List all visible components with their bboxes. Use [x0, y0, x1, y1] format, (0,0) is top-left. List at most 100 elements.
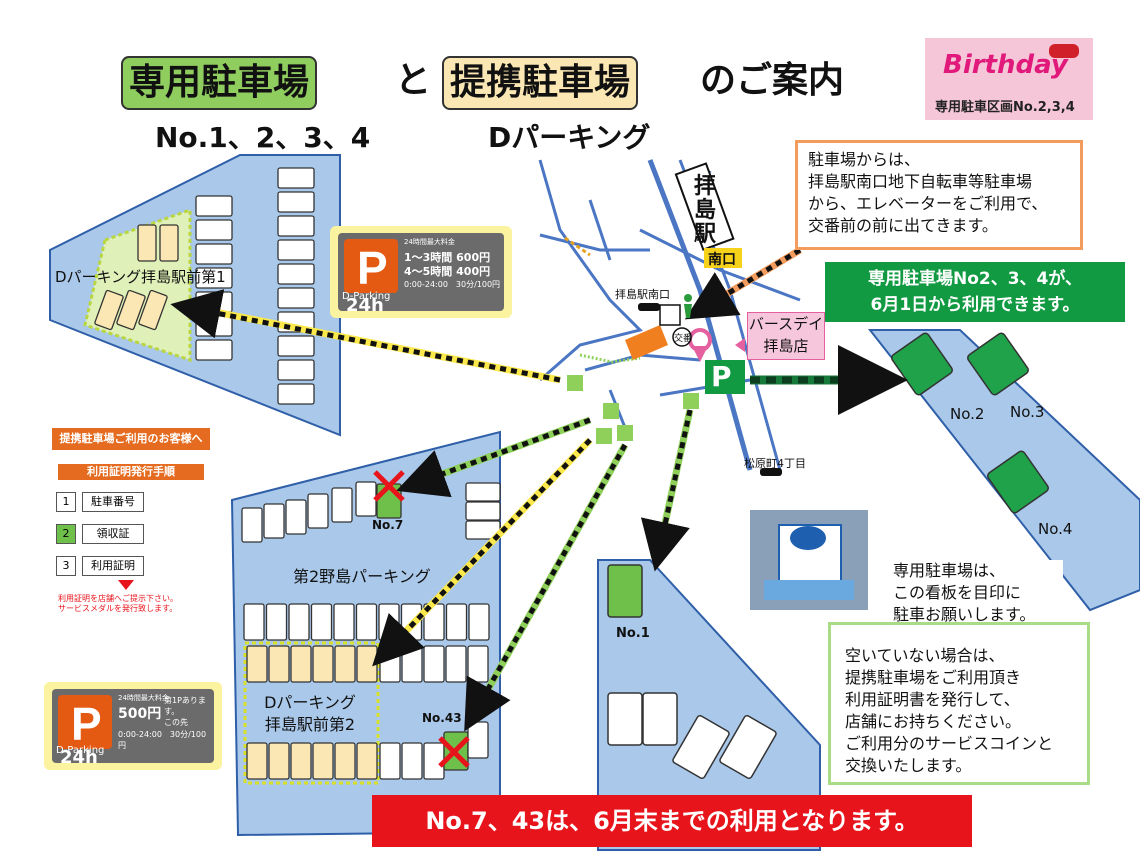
guide-footer: 利用証明を店舗へご提示下さい。 サービスメダルを発行致します。 [58, 594, 178, 613]
parking-slot [277, 263, 315, 285]
parking-slot [277, 215, 315, 237]
dedicated-p-label: P [711, 360, 732, 393]
p-markers [567, 360, 745, 444]
slot-no7-label: No.7 [372, 518, 404, 532]
guide-step-label: 利用証明 [82, 556, 144, 576]
parking-slot [401, 645, 423, 683]
d-parking-sign-2: P D-Parking 24h 24時間最大料金 500円 第1Pあります。 こ… [52, 689, 214, 763]
sign1-line3: 4～5時間 400円 [404, 265, 491, 278]
store-label: バースデイ 拝島店 [747, 312, 825, 360]
slot-no4-label: No.4 [1038, 520, 1073, 538]
title-guide: のご案内 [700, 60, 845, 101]
partner-parking-guide: 提携駐車場ご利用のお客様へ 利用証明発行手順 1 駐車番号 2 領収証 3 利用… [52, 428, 210, 618]
traffic-light-icon [638, 303, 782, 476]
parking-slot [355, 603, 378, 641]
parking-slot [243, 603, 265, 641]
parking-slot [355, 481, 377, 517]
station-south-label: 拝島駅南口 [615, 288, 670, 301]
parking-slot [467, 645, 489, 683]
parking-slot [307, 493, 329, 529]
parking-slot [277, 287, 315, 309]
parking-slot [378, 603, 400, 641]
lot-d1-label: Dパーキング拝島駅前第1 [55, 268, 226, 286]
parking-slot [265, 603, 288, 641]
parking-slot [263, 503, 285, 539]
june-banner: 専用駐車場No2、3、4が、 6月1日から利用できます。 [825, 262, 1125, 322]
d-parking-logo-icon: P [58, 695, 112, 750]
lot-nojima-label: 第2野島パーキング [293, 567, 431, 586]
parking-slot [268, 742, 290, 780]
lot-d2-label: Dパーキング 拝島駅前第2 [264, 693, 356, 734]
route-arrows [170, 246, 908, 732]
parking-slot [159, 224, 179, 262]
parking-slot [246, 645, 268, 683]
slot-no1 [607, 564, 643, 618]
sign1-24h: 24h [346, 295, 384, 311]
sign1-line2: 1～3時間 600円 [404, 251, 491, 264]
sign1-line1: 24時間最大料金 [404, 238, 455, 246]
parking-slot [356, 645, 378, 683]
south-exit-badge [704, 248, 742, 268]
parking-slot [277, 239, 315, 261]
sign2-line1: 24時間最大料金 [118, 694, 169, 702]
parking-slot [277, 167, 315, 189]
guide-step-num: 2 [56, 524, 76, 544]
parking-slot [277, 383, 315, 405]
closure-banner: No.7、43は、6月末までの利用となります。 [372, 795, 972, 847]
parking-slot [465, 482, 501, 502]
logo-name: Birthday [943, 50, 1068, 80]
down-arrow-icon [118, 580, 134, 590]
parking-slot [285, 499, 307, 535]
parking-slot [94, 289, 124, 331]
parking-slot [331, 487, 353, 523]
parking-slot [379, 742, 401, 780]
slot-no3 [967, 332, 1029, 396]
parking-slot [465, 501, 501, 521]
parking-slot [356, 742, 378, 780]
parking-slot [334, 645, 356, 683]
koban-label: 交番 [674, 334, 693, 344]
sign1-rate: 0:00-24:00 30分/100円 [404, 280, 501, 289]
lot-no1 [597, 559, 821, 851]
pedestrian-icon [684, 294, 692, 318]
station-exit-arrow-icon [625, 325, 668, 360]
subtitle-d-parking: Dパーキング [488, 121, 651, 154]
car-icon [1049, 44, 1079, 58]
sign2-brand: D-Parking [56, 745, 105, 756]
subtitle-numbers: No.1、2、3、4 [155, 121, 371, 154]
elevator-note: 駐車場からは、 拝島駅南口地下自転車等駐車場 から、エレベーターをご利用で、 交… [795, 140, 1083, 250]
parking-slot [195, 267, 233, 289]
parking-slot [333, 603, 355, 641]
parking-slot [423, 742, 445, 780]
parking-slot [445, 603, 468, 641]
guide-header: 提携駐車場ご利用のお客様へ [52, 428, 210, 450]
parking-slot [195, 219, 233, 241]
full-lot-note: 空いていない場合は、 提携駐車場をご利用頂き 利用証明書を発行して、 店舗にお持… [828, 622, 1090, 785]
restroom-icon [659, 304, 681, 326]
slot-no43-label: No.43 [422, 711, 462, 725]
slot-no3-label: No.3 [1010, 403, 1045, 421]
guide-step-num: 1 [56, 492, 76, 512]
intersection-label: 松原町4丁目 [744, 457, 806, 470]
parking-slot [138, 289, 168, 331]
parking-slot [467, 721, 489, 759]
parking-slot [312, 742, 334, 780]
lot-nojima-slots [241, 481, 501, 780]
slot-no4 [987, 450, 1049, 514]
parking-slot [468, 603, 490, 641]
sign2-24h: 24h [60, 747, 98, 763]
parking-slot [116, 289, 146, 331]
closed-x-icon [373, 470, 470, 768]
guide-step-label: 領収証 [82, 524, 144, 544]
title-dedicated: 専用駐車場 [121, 56, 318, 110]
signboard-photo [750, 510, 868, 610]
parking-slot [401, 742, 423, 780]
slot-no2-label: No.2 [950, 405, 985, 423]
parking-slot [290, 645, 312, 683]
parking-slot [312, 645, 334, 683]
signboard-note: 専用駐車場は、 この看板を目印に 駐車お願いします。 [893, 560, 1063, 626]
station-name: 拝島駅 [693, 174, 716, 247]
d-parking-logo-icon: P [344, 239, 398, 294]
sign2-price: 500円 [118, 706, 162, 722]
